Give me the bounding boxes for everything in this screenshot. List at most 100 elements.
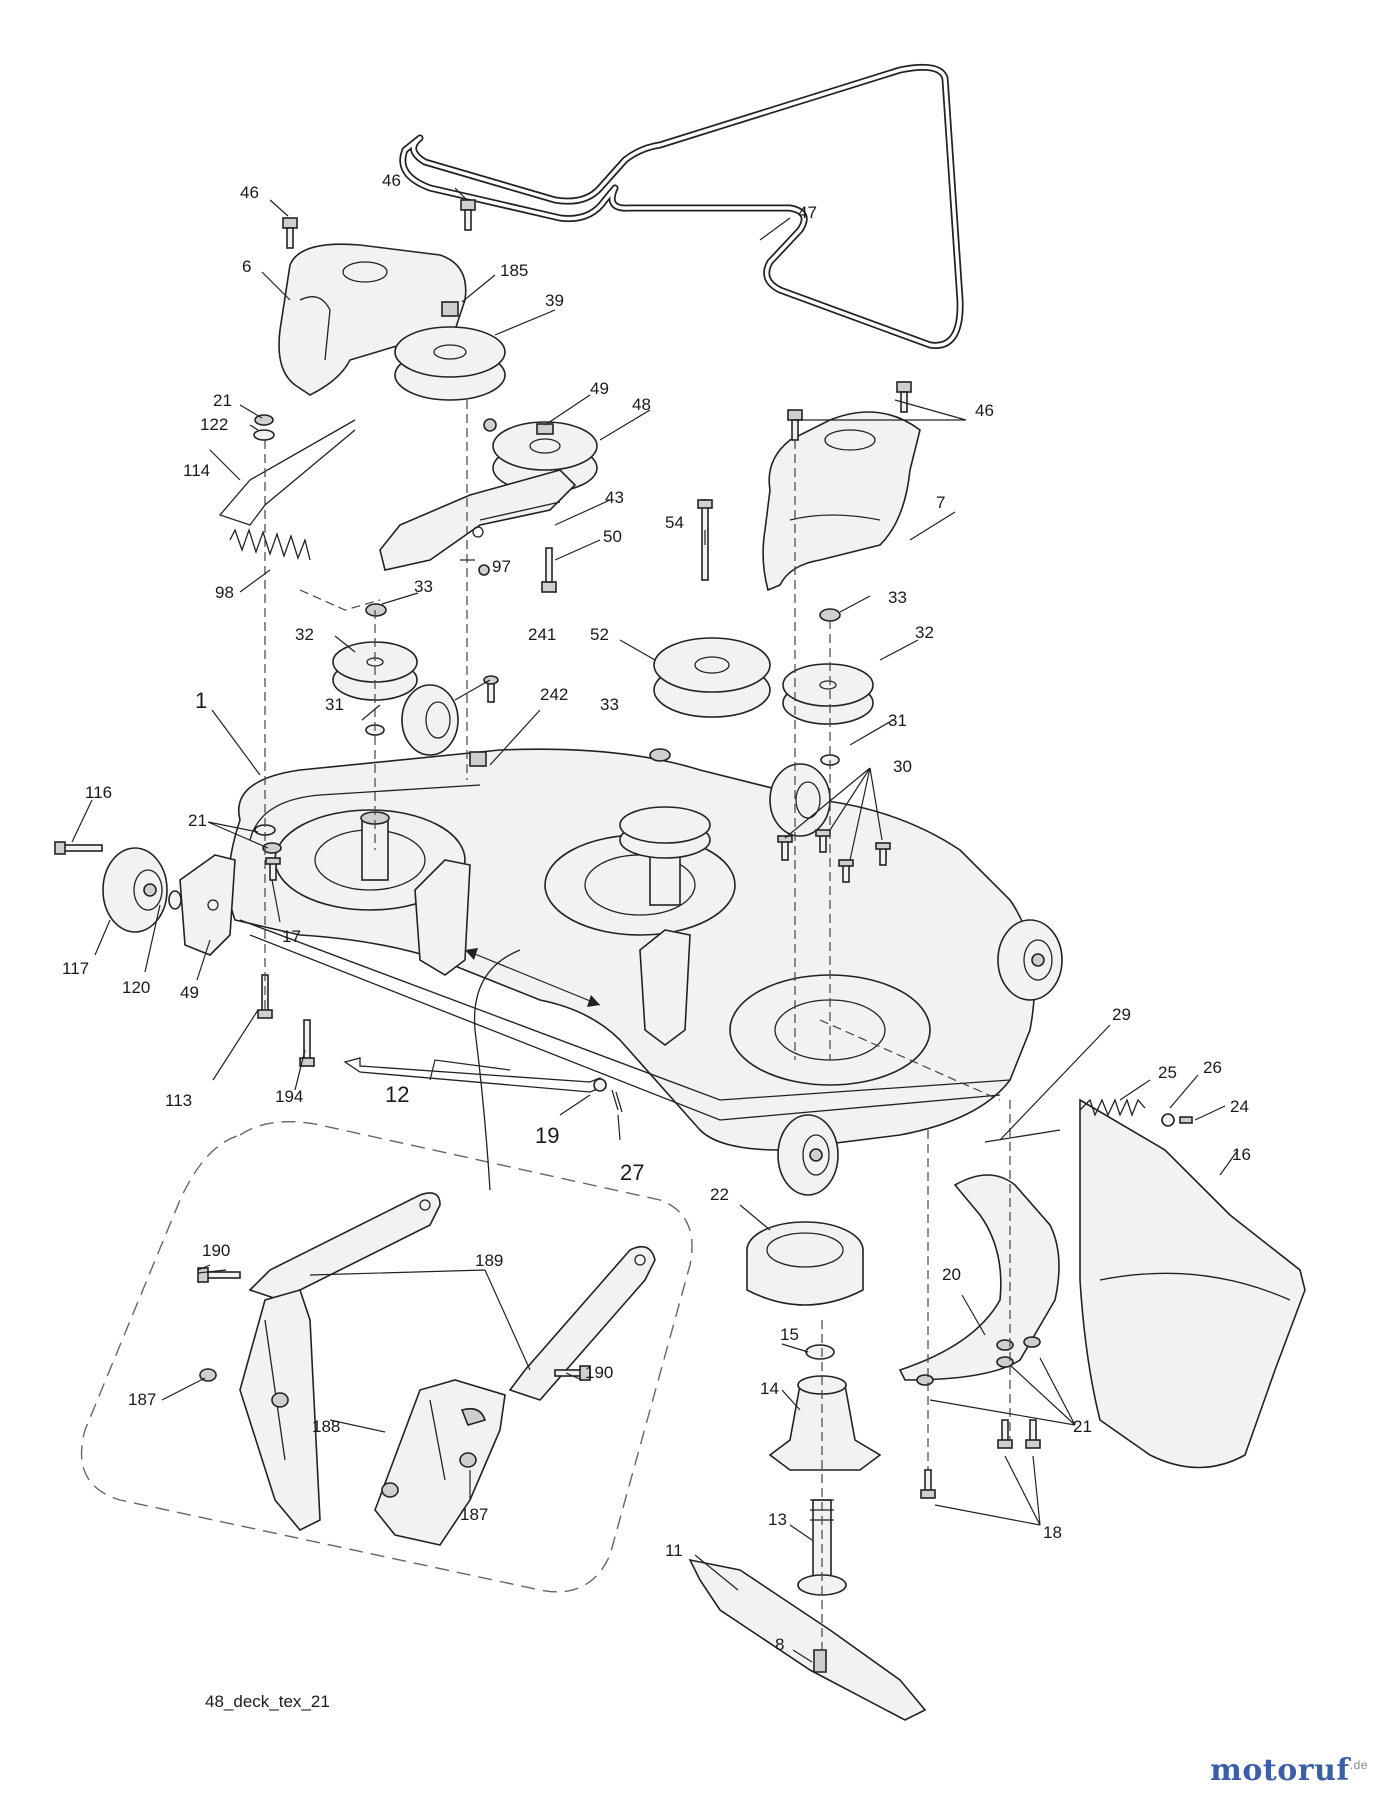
- callout-label: 11: [665, 1541, 683, 1560]
- callout-label: 194: [275, 1087, 303, 1106]
- callout-label: 1: [195, 688, 207, 713]
- assembly-lines: [264, 400, 1011, 1650]
- brand-suffix: .de: [1349, 1758, 1368, 1772]
- callout-label: 47: [798, 203, 817, 222]
- callout-label: 122: [200, 415, 228, 434]
- spindle-pulley-left: [332, 641, 418, 701]
- callout-label: 117: [62, 959, 89, 978]
- gauge-wheel-left-front: [102, 847, 168, 933]
- callout-label: 116: [85, 783, 112, 802]
- callout-label: 21: [213, 391, 232, 410]
- wheel-bracket-left: [179, 854, 236, 956]
- callout-label: 24: [1230, 1097, 1249, 1116]
- callout-label: 19: [535, 1123, 559, 1148]
- hanger-bracket-left: [239, 1289, 321, 1531]
- inset-hardware: [197, 1267, 591, 1498]
- idler-pulley-52: [653, 637, 771, 718]
- callout-label: 16: [1232, 1145, 1251, 1164]
- callout-label: 6: [242, 257, 251, 276]
- gauge-wheel-right-rear: [769, 763, 831, 837]
- blade-bolt: [813, 1649, 827, 1673]
- callout-label: 114: [183, 461, 210, 480]
- callout-label: 31: [888, 711, 907, 730]
- idler-pulley-39: [394, 301, 506, 401]
- tension-spring: [229, 527, 311, 561]
- callout-label: 33: [888, 588, 907, 607]
- callout-label: 187: [128, 1390, 156, 1409]
- callout-label: 21: [188, 811, 207, 830]
- deck-arrow: [464, 948, 601, 1007]
- brand-logo: motoruf.de: [1210, 1753, 1368, 1788]
- mower-deck: [227, 748, 1036, 1151]
- hanger-arm-right: [508, 1245, 656, 1401]
- hanger-rod: [343, 1057, 623, 1113]
- callout-label: 27: [620, 1160, 644, 1185]
- callout-label: 30: [893, 757, 912, 776]
- leader-lines: [71, 187, 1239, 1663]
- callout-label: 33: [414, 577, 433, 596]
- chute-spring: [1079, 1098, 1146, 1117]
- diagram-caption: 48_deck_tex_21: [205, 1692, 330, 1711]
- callout-label: 190: [585, 1363, 613, 1382]
- callout-label: 48: [632, 395, 651, 414]
- spindle-housing-center: [619, 806, 711, 906]
- callout-label: 14: [760, 1379, 779, 1398]
- callout-label: 25: [1158, 1063, 1177, 1082]
- callout-label: 18: [1043, 1523, 1062, 1542]
- mulch-deflector: [898, 1174, 1060, 1381]
- spindle-washer: [805, 1344, 835, 1360]
- callout-label: 52: [590, 625, 609, 644]
- callout-label: 49: [590, 379, 609, 398]
- brand-name: motoruf: [1210, 1753, 1350, 1788]
- callout-label: 32: [915, 623, 934, 642]
- spindle-spacer: [746, 1221, 864, 1306]
- drive-belt: [399, 63, 964, 349]
- spindle-shaft: [797, 1499, 847, 1596]
- callout-label: 7: [936, 493, 945, 512]
- callout-label: 190: [202, 1241, 230, 1260]
- callout-label: 54: [665, 513, 684, 532]
- callout-label: 43: [605, 488, 624, 507]
- tension-rod: [218, 419, 356, 526]
- belt-cover-right: [762, 411, 921, 592]
- spindle-pulley-right: [782, 663, 874, 725]
- callout-label: 21: [1073, 1417, 1092, 1436]
- callout-label: 49: [180, 983, 199, 1002]
- callout-label: 242: [540, 685, 568, 704]
- callout-label: 17: [282, 927, 301, 946]
- callout-label: 187: [460, 1505, 488, 1524]
- callout-label: 12: [385, 1082, 409, 1107]
- gauge-wheel-right: [997, 919, 1063, 1001]
- callout-label: 20: [942, 1265, 961, 1284]
- callout-label: 241: [528, 625, 556, 644]
- callout-label: 29: [1112, 1005, 1131, 1024]
- gauge-wheel-left-rear: [401, 684, 459, 756]
- callout-label: 189: [475, 1251, 503, 1270]
- spindle-housing: [768, 1375, 882, 1471]
- callout-label: 185: [500, 261, 528, 280]
- callout-label: 46: [975, 401, 994, 420]
- callout-label: 113: [165, 1091, 192, 1110]
- inset-box: [80, 949, 693, 1593]
- callout-label: 33: [600, 695, 619, 714]
- callout-label: 98: [215, 583, 234, 602]
- discharge-chute: [1079, 1098, 1306, 1469]
- deck-front-bracket-left: [414, 859, 471, 976]
- chute-pin: [984, 1129, 1061, 1143]
- callout-label: 188: [312, 1417, 340, 1436]
- gauge-wheel-front: [777, 1114, 839, 1196]
- hanger-bracket-right: [374, 1379, 506, 1546]
- callout-labels: 46 46 6 185 39 47 21 122 114 49 48 43 46…: [62, 171, 1251, 1654]
- hanger-arm-left: [248, 1192, 441, 1301]
- callout-label: 46: [240, 183, 259, 202]
- deck-front-bracket-right: [639, 929, 691, 1046]
- mower-blade: [688, 1558, 927, 1721]
- callout-label: 8: [775, 1635, 784, 1654]
- callout-label: 97: [492, 557, 511, 576]
- callout-label: 32: [295, 625, 314, 644]
- callout-label: 39: [545, 291, 564, 310]
- callout-label: 26: [1203, 1058, 1222, 1077]
- idler-arm: [379, 469, 577, 571]
- callout-label: 15: [780, 1325, 799, 1344]
